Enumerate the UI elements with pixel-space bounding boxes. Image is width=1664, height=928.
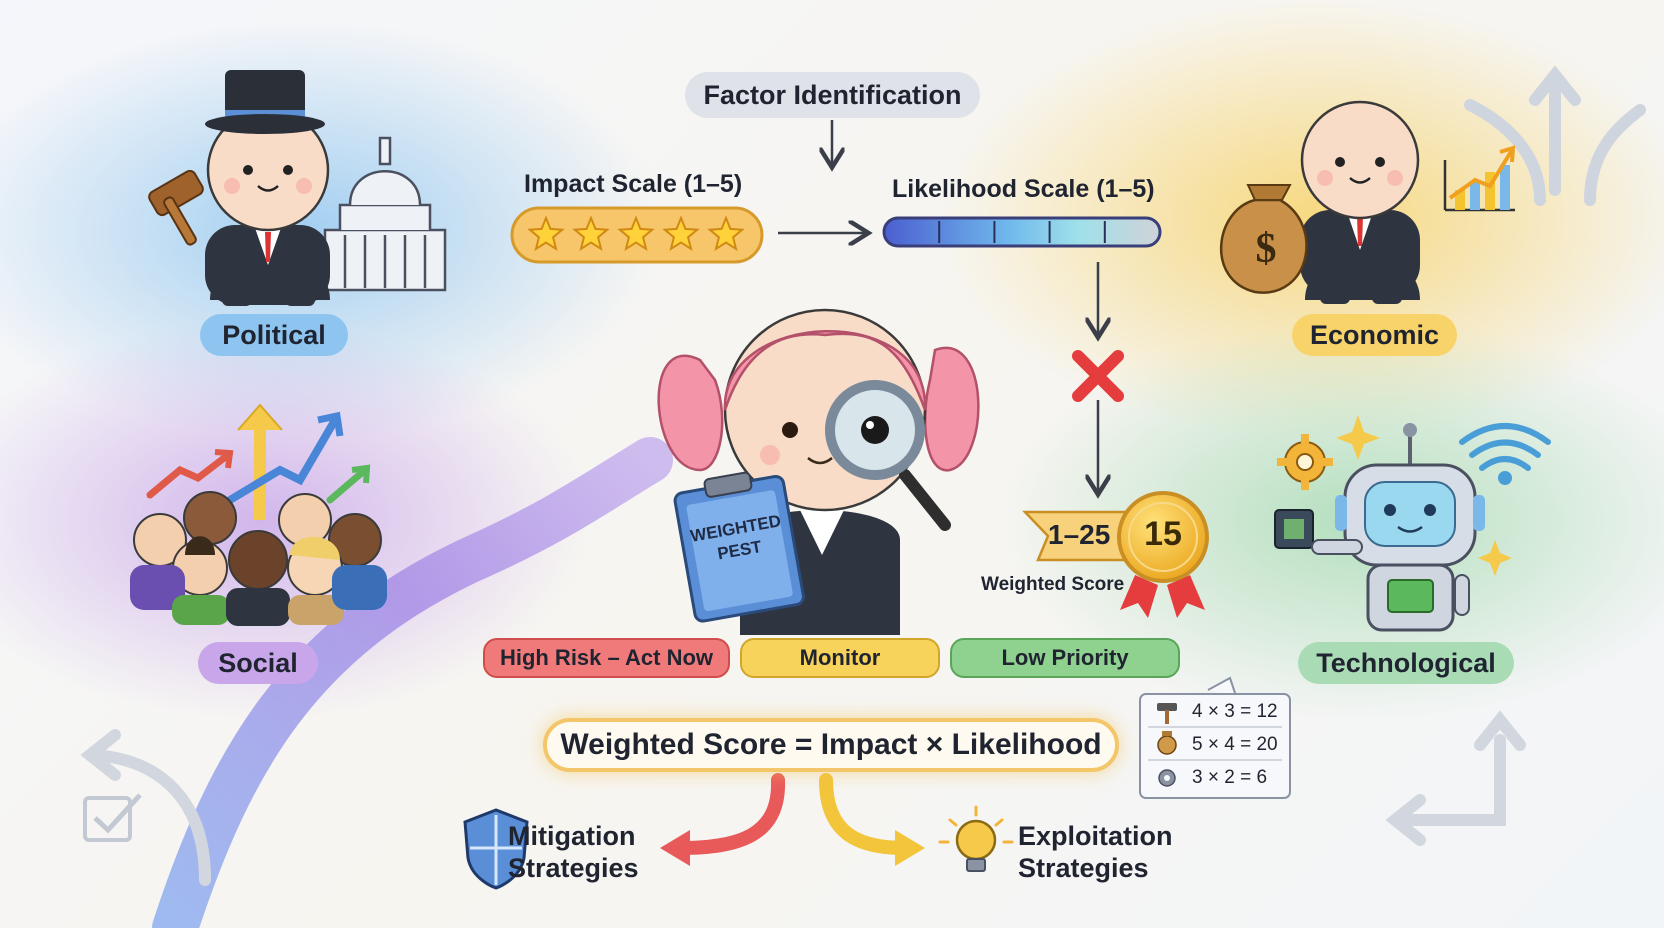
money-bag-icon: $ <box>1219 184 1308 294</box>
economic-label: Economic <box>1292 314 1457 356</box>
lightbulb-icon <box>938 805 1014 872</box>
mitigation-strategies-label: Mitigation Strategies <box>508 821 639 883</box>
central-analyst-character: WEIGHTED PEST <box>657 308 980 635</box>
weighted-score-caption: Weighted Score <box>981 574 1125 595</box>
impact-stars <box>527 215 745 251</box>
score-value: 15 <box>1144 515 1182 553</box>
impact-star-4 <box>662 215 700 251</box>
score-medal-icon <box>1117 491 1209 618</box>
multiply-icon <box>1072 350 1124 402</box>
gear-icon <box>1277 434 1333 490</box>
risk-high-label: High Risk – Act Now <box>483 638 730 678</box>
gavel-icon <box>148 169 204 246</box>
background-arrows-bottom-left <box>80 729 211 886</box>
checkbox-icon <box>83 793 142 842</box>
formula-box: Weighted Score = Impact × Likelihood <box>543 718 1119 772</box>
risk-monitor-label: Monitor <box>740 638 940 678</box>
technological-label: Technological <box>1298 642 1514 684</box>
social-label: Social <box>198 642 318 684</box>
wifi-icon <box>1459 423 1551 485</box>
impact-star-3 <box>617 215 655 251</box>
example-1-text: 4 × 3 = 12 <box>1192 701 1278 722</box>
flow-arrows <box>778 120 1098 492</box>
technological-glow <box>1000 320 1664 720</box>
shield-icon <box>463 808 529 890</box>
technological-robot-icon <box>1274 415 1551 632</box>
factor-identification-pill: Factor Identification <box>685 72 980 118</box>
likelihood-scale-bar <box>882 216 1162 248</box>
chip-icon <box>1274 509 1314 549</box>
gear-icon <box>1158 769 1176 787</box>
impact-star-5 <box>707 215 745 251</box>
growth-chart-icon <box>1443 145 1516 212</box>
political-character <box>148 70 447 306</box>
top-hat-icon <box>205 70 325 134</box>
background-arrows-top-right <box>1464 65 1646 206</box>
examples-card <box>1139 676 1291 799</box>
political-label: Political <box>200 314 348 356</box>
social-group-icon <box>130 403 387 626</box>
impact-scale-label: Impact Scale (1–5) <box>524 170 743 198</box>
likelihood-scale-label: Likelihood Scale (1–5) <box>892 175 1155 203</box>
magnifying-glass-icon <box>825 380 951 531</box>
svg-text:$: $ <box>1256 226 1277 272</box>
score-range: 1–25 <box>1048 519 1111 550</box>
impact-star-2 <box>572 215 610 251</box>
hammer-icon <box>1157 703 1177 724</box>
likelihood-segments <box>938 221 1106 243</box>
mitigation-arrow <box>673 773 786 855</box>
exploitation-strategies-label: Exploitation Strategies <box>1018 821 1173 883</box>
example-2-text: 5 × 4 = 20 <box>1192 734 1278 755</box>
economic-head <box>1300 100 1420 220</box>
risk-low-label: Low Priority <box>950 638 1180 678</box>
example-3-text: 3 × 2 = 6 <box>1192 767 1268 788</box>
background-arrows-bottom-right <box>1385 710 1526 846</box>
impact-star-1 <box>527 215 565 251</box>
clipboard-icon: WEIGHTED PEST <box>673 471 805 623</box>
economic-character: $ <box>1219 100 1516 304</box>
exploitation-arrow <box>819 773 912 855</box>
money-bag-icon <box>1157 731 1177 755</box>
sparkle-icon <box>1336 415 1380 460</box>
capitol-building-icon <box>323 136 447 292</box>
road-path <box>152 437 673 928</box>
